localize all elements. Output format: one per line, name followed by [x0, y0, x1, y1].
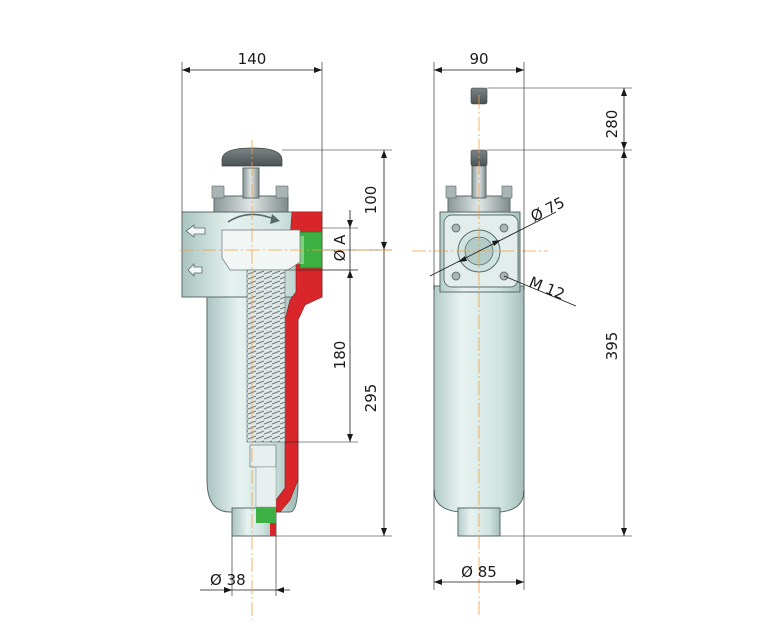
bonnet-bolt-right: [275, 185, 289, 199]
right-bonnet-bolt-r: [501, 185, 513, 199]
dim-thread: M 12: [527, 273, 568, 303]
dim-flange-diameter: Ø 75: [528, 193, 568, 225]
dim-height-top-right: 280: [603, 110, 621, 139]
dim-port-diameter: Ø A: [331, 234, 349, 262]
left-dimensions: 140 100 295 Ø A 180 Ø 38: [181, 50, 392, 596]
seal-green: [256, 507, 276, 523]
dim-height-total-right: 395: [603, 332, 621, 361]
dim-height-element: 180: [331, 341, 349, 370]
flange-bolt-1: [451, 223, 461, 233]
dim-width-right: 90: [469, 50, 488, 68]
right-bonnet-bolt-l: [445, 185, 457, 199]
rotation-arrow-head-icon: [270, 214, 280, 224]
spindle: [242, 167, 260, 199]
flange-bolt-2: [499, 223, 509, 233]
dim-drain-diameter: Ø 38: [210, 571, 246, 589]
flange-bolt-3: [451, 271, 461, 281]
dim-bowl-diameter: Ø 85: [461, 563, 497, 581]
dim-height-head: 100: [362, 186, 380, 215]
flow-arrow-left-icon: [185, 224, 206, 238]
dim-width-left: 140: [238, 50, 267, 68]
flow-arrow-down-icon: [187, 263, 203, 277]
right-dimensions: 90 280 395 Ø 75 M 12 Ø 85: [429, 50, 632, 590]
dim-height-total-left: 295: [362, 384, 380, 413]
left-view: [181, 147, 323, 537]
element-stem: [255, 466, 277, 508]
filter-element: [246, 269, 286, 443]
bonnet-bolt-left: [211, 185, 225, 199]
element-bottom-cap: [249, 444, 277, 468]
